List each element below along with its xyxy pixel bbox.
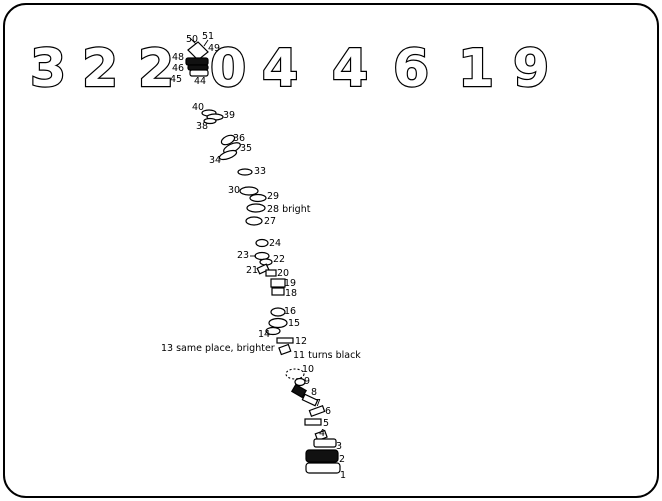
object-24 — [255, 238, 269, 248]
label-3: 3 — [336, 441, 342, 452]
digit-6: 4 — [332, 39, 368, 99]
object-8 — [290, 383, 308, 399]
object-12 — [276, 337, 294, 344]
label-8: 8 — [311, 387, 317, 398]
diagram-frame — [3, 3, 659, 498]
object-15 — [268, 317, 288, 329]
label-36: 36 — [233, 133, 245, 144]
label-34: 34 — [209, 155, 221, 166]
label-6: 6 — [325, 406, 331, 417]
label-28: 28 bright — [267, 204, 311, 215]
object-16 — [270, 307, 286, 317]
object-group-38-40: 40 39 38 — [192, 102, 235, 132]
object-34 — [218, 149, 238, 161]
label-12: 12 — [295, 336, 307, 347]
label-44: 44 — [194, 76, 206, 87]
label-4: 4 — [319, 428, 325, 439]
object-27 — [245, 216, 263, 226]
object-21 — [256, 263, 270, 275]
object-group-33-36: 36 35 34 33 — [209, 133, 266, 177]
object-2 — [305, 449, 339, 463]
leader-50 — [189, 37, 197, 45]
label-29: 29 — [267, 191, 279, 202]
label-33: 33 — [254, 166, 266, 177]
object-14 — [265, 326, 281, 336]
object-group-27-30: 30 29 28 bright 27 — [228, 185, 311, 227]
object-cluster-top: 50 51 49 48 46 45 44 — [170, 31, 220, 87]
object-30 — [239, 186, 259, 196]
label-16: 16 — [284, 306, 296, 317]
label-18: 18 — [285, 288, 297, 299]
digit-1: 3 — [30, 39, 66, 99]
label-27: 27 — [264, 216, 276, 227]
digit-4: 0 — [210, 39, 246, 99]
label-19: 19 — [284, 278, 296, 289]
digit-9: 9 — [513, 39, 549, 99]
label-46: 46 — [172, 63, 184, 74]
object-5 — [304, 418, 322, 426]
object-9 — [294, 377, 306, 387]
label-7: 7 — [315, 398, 321, 409]
note-13: 13 same place, brighter — [161, 343, 275, 354]
object-36 — [220, 134, 236, 146]
note-11: 11 turns black — [293, 350, 361, 361]
label-48: 48 — [172, 52, 184, 63]
label-9: 9 — [304, 376, 310, 387]
label-21: 21 — [246, 265, 258, 276]
object-11 — [278, 343, 292, 356]
label-15: 15 — [288, 318, 300, 329]
label-50: 50 — [186, 34, 198, 45]
object-group-1-4: 4 3 2 1 — [305, 428, 346, 481]
digit-7: 6 — [393, 39, 429, 99]
label-49: 49 — [208, 43, 220, 54]
object-20 — [265, 269, 277, 277]
label-30: 30 — [228, 185, 240, 196]
label-22: 22 — [273, 254, 285, 265]
object-33 — [237, 168, 253, 176]
label-51: 51 — [202, 31, 214, 42]
label-23: 23 — [237, 250, 249, 261]
label-24: 24 — [269, 238, 281, 249]
label-1: 1 — [340, 470, 346, 481]
digit-5: 4 — [262, 39, 298, 99]
object-44 — [189, 69, 209, 77]
object-group-12-16: 16 15 14 12 13 same place, brighter 11 t… — [161, 306, 361, 361]
object-28 — [246, 203, 266, 213]
object-group-18-24: 24 23 22 21 20 19 18 — [237, 238, 297, 299]
object-19 — [270, 278, 286, 288]
label-38: 38 — [196, 121, 208, 132]
object-46 — [187, 64, 209, 71]
object-group-5-10: 10 9 8 7 6 5 — [285, 364, 331, 429]
label-39: 39 — [223, 110, 235, 121]
object-48 — [185, 57, 209, 66]
object-29 — [249, 193, 267, 203]
object-1 — [305, 462, 341, 474]
label-35: 35 — [240, 143, 252, 154]
label-40: 40 — [192, 102, 204, 113]
digit-8: 1 — [458, 39, 494, 99]
label-45: 45 — [170, 74, 182, 85]
object-50 — [187, 41, 209, 61]
object-3 — [313, 438, 337, 448]
label-14: 14 — [258, 329, 270, 340]
object-18 — [271, 287, 285, 296]
leader-49 — [203, 39, 209, 47]
object-10 — [285, 368, 305, 380]
object-6 — [308, 405, 326, 417]
label-10: 10 — [302, 364, 314, 375]
label-5: 5 — [323, 418, 329, 429]
object-38 — [203, 117, 217, 125]
digit-2: 2 — [82, 39, 118, 99]
label-2: 2 — [339, 454, 345, 465]
digit-row: 3 2 2 0 4 4 6 1 9 — [29, 38, 551, 100]
label-20: 20 — [277, 268, 289, 279]
digit-3: 2 — [138, 39, 174, 99]
object-7 — [301, 393, 319, 407]
